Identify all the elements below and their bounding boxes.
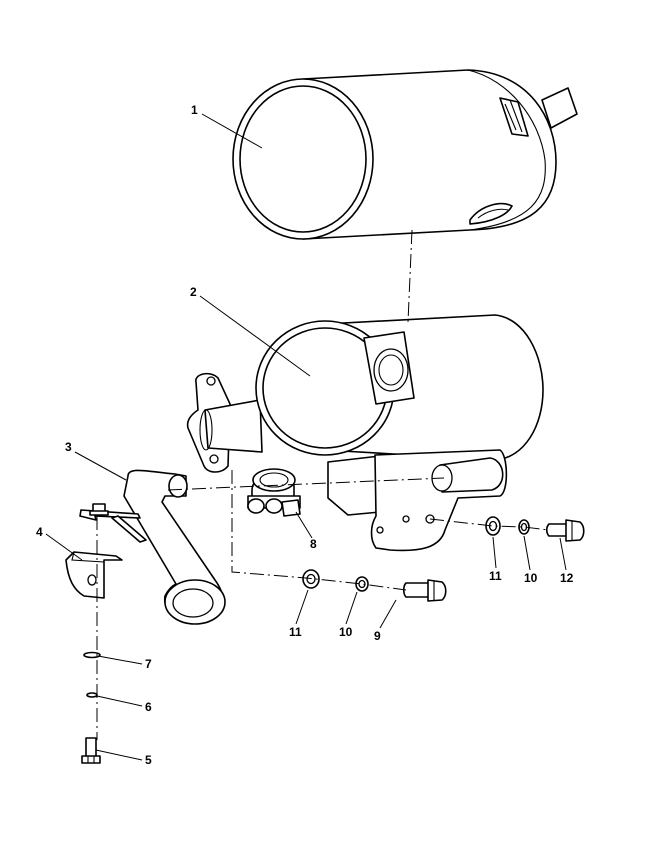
lock-washer-icon (86, 692, 98, 698)
callout-7: 7 (145, 657, 152, 671)
clamp-icon (247, 468, 301, 517)
bolt-icon (545, 519, 585, 542)
muffler-icon (186, 314, 544, 552)
callout-10-left: 10 (339, 625, 353, 639)
callout-2: 2 (190, 285, 197, 299)
bolt-icon (402, 579, 447, 602)
callout-5: 5 (145, 753, 152, 767)
bolt-icon (89, 503, 109, 516)
callout-11-right: 11 (489, 569, 502, 583)
leader-lines (45, 113, 567, 761)
callout-9: 9 (374, 629, 381, 643)
muffler-cover-shield-icon (232, 69, 578, 240)
exhaust-pipe-icon (123, 469, 226, 625)
bracket-icon (65, 509, 147, 599)
callout-11-left: 11 (289, 625, 302, 639)
callout-1: 1 (191, 103, 198, 117)
callout-3: 3 (65, 440, 72, 454)
callout-6: 6 (145, 700, 152, 714)
callout-12: 12 (560, 571, 574, 585)
assembly-axis-lines (96, 229, 550, 740)
flat-washer-icon (485, 516, 501, 536)
callout-labels: 1 2 3 4 5 6 7 8 9 10 11 11 10 12 (36, 103, 574, 767)
callout-10-right: 10 (524, 571, 538, 585)
bolt-icon (81, 737, 101, 764)
flat-washer-icon (302, 569, 320, 589)
callout-4: 4 (36, 525, 43, 539)
callout-8: 8 (310, 537, 317, 551)
lock-washer-icon (518, 519, 530, 535)
flat-washer-icon (83, 651, 101, 659)
